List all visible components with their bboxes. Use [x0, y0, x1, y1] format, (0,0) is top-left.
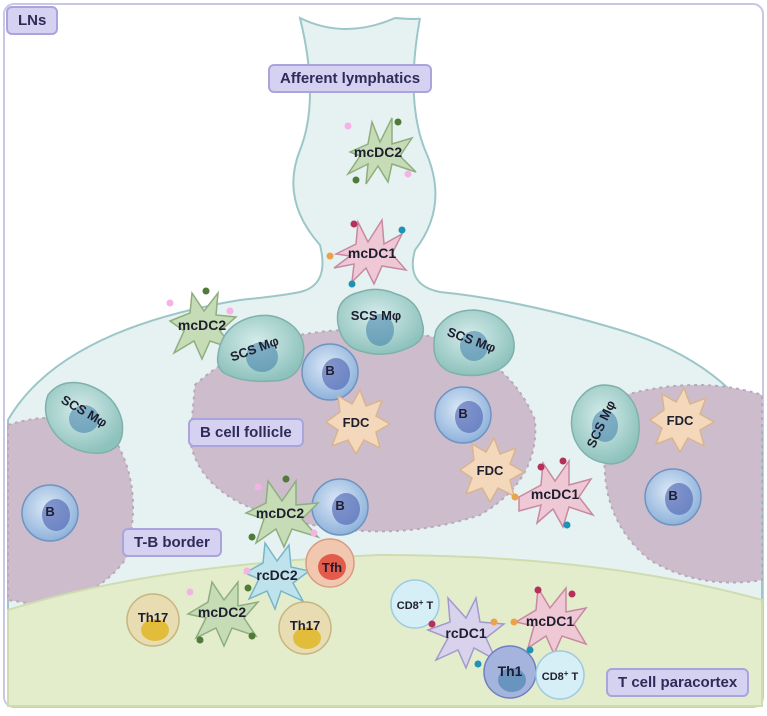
- mcdc1-right-label: mcDC1: [531, 486, 579, 502]
- scs-center-label: SCS Mφ: [351, 308, 401, 323]
- tfh-label: Tfh: [322, 560, 342, 575]
- mcdc1-cell-top: mcDC1: [326, 217, 408, 288]
- lns-label: LNs: [6, 6, 59, 35]
- scs-macrophage-far-right: SCS Mφ: [570, 384, 640, 465]
- svg-text:CD8+ T: CD8+ T: [397, 598, 434, 613]
- th1-cell: Th1: [483, 645, 537, 699]
- svg-text:CD8+ T: CD8+ T: [542, 669, 579, 684]
- b-far-right-label: B: [668, 488, 677, 503]
- mcdc2-mid-label: mcDC2: [256, 505, 304, 521]
- mcdc2-left-label: mcDC2: [178, 317, 226, 333]
- fdc-center-label: FDC: [343, 415, 370, 430]
- b-cell-follicle-label: B cell follicle: [188, 418, 304, 447]
- scs-macrophage-right: SCS Mφ: [433, 309, 515, 377]
- cd8-left-label: CD8: [397, 600, 419, 612]
- th17-cell-right: Th17: [278, 601, 332, 655]
- afferent-lymphatics-label: Afferent lymphatics: [268, 64, 433, 93]
- b-cell-center: B: [301, 343, 359, 401]
- b-center-label: B: [325, 363, 334, 378]
- mcdc2-cell-bottom: mcDC2: [186, 579, 261, 648]
- rcdc1-cell: rcDC1: [425, 595, 506, 670]
- mcdc2-cell-mid: mcDC2: [244, 475, 321, 549]
- t-cell-paracortex-label: T cell paracortex: [606, 668, 750, 697]
- fdc-far-right-label: FDC: [667, 413, 694, 428]
- fdc-cell-center: FDC: [324, 388, 392, 456]
- scs-macrophage-left: SCS Mφ: [216, 314, 305, 383]
- mcdc1-top-label: mcDC1: [348, 245, 396, 261]
- tfh-cell: Tfh: [305, 538, 355, 588]
- b-right-label: B: [458, 406, 467, 421]
- scs-macrophage-far-left: SCS Mφ: [44, 381, 124, 454]
- b-mid-label: B: [335, 498, 344, 513]
- b-cell-mid: B: [311, 478, 369, 536]
- cd8-right-suffix: T: [568, 671, 578, 683]
- b-cell-left: B: [21, 484, 79, 542]
- cd8-t-cell-left: CD8+ T: [390, 579, 440, 629]
- mcdc2-cell-top: mcDC2: [344, 117, 417, 185]
- mcdc1-cell-right: mcDC1: [511, 457, 596, 529]
- mcdc2-top-label: mcDC2: [354, 144, 402, 160]
- rcdc2-cell: rcDC2: [243, 540, 311, 612]
- th17-right-label: Th17: [290, 618, 320, 633]
- cd8-left-suffix: T: [423, 600, 433, 612]
- b-left-label: B: [45, 504, 54, 519]
- fdc-right-label: FDC: [477, 463, 504, 478]
- th17-cell-left: Th17: [126, 593, 180, 647]
- fdc-cell-far-right: FDC: [648, 386, 716, 454]
- b-cell-right: B: [434, 386, 492, 444]
- mcdc1-bottom-label: mcDC1: [526, 613, 574, 629]
- fdc-cell-right: FDC: [458, 436, 526, 504]
- scs-macrophage-center: SCS Mφ: [336, 288, 425, 355]
- rcdc1-label: rcDC1: [445, 625, 486, 641]
- t-b-border-label: T-B border: [122, 528, 222, 557]
- mcdc2-cell-left: mcDC2: [166, 287, 238, 361]
- mcdc1-cell-bottom: mcDC1: [510, 585, 588, 656]
- cd8-right-label: CD8: [542, 671, 564, 683]
- cd8-left-sup: +: [419, 598, 424, 607]
- cd8-t-cell-right: CD8+ T: [535, 650, 585, 700]
- th1-label: Th1: [498, 663, 523, 679]
- th17-left-label: Th17: [138, 610, 168, 625]
- rcdc2-label: rcDC2: [256, 567, 297, 583]
- cd8-right-sup: +: [564, 669, 569, 678]
- b-cell-far-right: B: [644, 468, 702, 526]
- mcdc2-bottom-label: mcDC2: [198, 604, 246, 620]
